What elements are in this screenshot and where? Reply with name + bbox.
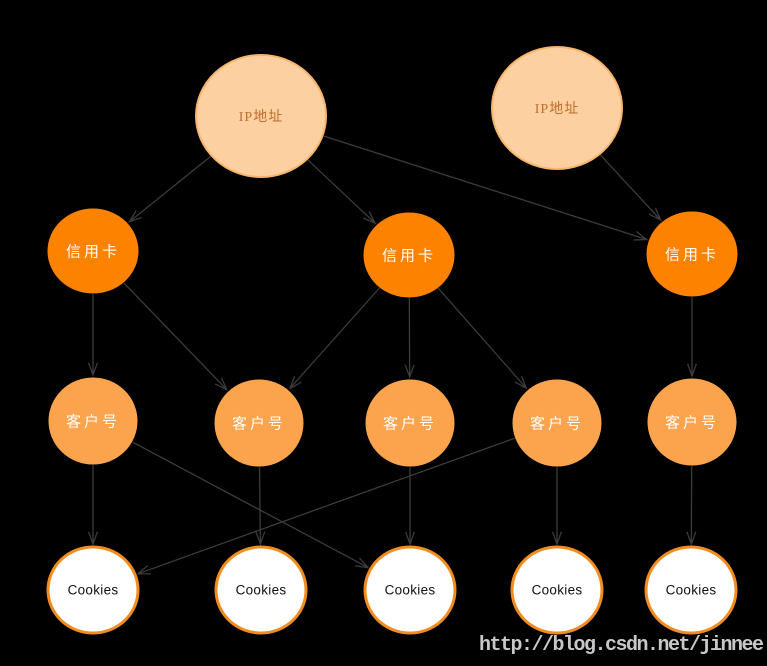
edge-ip1-credit1 (128, 155, 212, 223)
node-customer3-label: 客户号 (383, 415, 437, 432)
arrowhead-credit2-customer2 (288, 376, 302, 390)
node-customer3: 客户号 (365, 379, 455, 467)
node-ip2-circle (491, 46, 623, 170)
node-cookies3-circle (363, 545, 457, 635)
arrowhead-customer2-cookies2 (255, 531, 266, 546)
node-cookies4-circle (510, 545, 604, 635)
edge-ip2-credit3 (599, 154, 662, 221)
node-ip2-label: IP地址 (535, 101, 579, 117)
node-cookies1: Cookies (46, 545, 140, 635)
node-cookies4-label: Cookies (532, 583, 583, 598)
edge-customer1-cookies3 (132, 441, 369, 569)
node-cookies5: Cookies (644, 545, 738, 635)
node-ip1: IP地址 (195, 54, 327, 178)
node-customer2-label: 客户号 (232, 415, 286, 432)
arrowhead-customer4-cookies4 (551, 531, 563, 546)
node-cookies5-label: Cookies (666, 583, 717, 598)
edge-credit2-customer2 (289, 287, 380, 389)
arrowhead-credit3-customer5 (686, 363, 698, 378)
arrowhead-ip1-credit2 (362, 211, 377, 225)
node-credit2-circle (363, 212, 455, 298)
edge-credit2-customer4 (437, 287, 527, 389)
arrowhead-ip1-credit1 (127, 210, 142, 223)
node-credit3-label: 信用卡 (665, 246, 719, 263)
node-cookies2-label: Cookies (236, 583, 287, 598)
arrowhead-credit2-customer4 (514, 375, 528, 390)
arrowhead-customer3-cookies3 (404, 531, 416, 546)
node-cookies5-circle (644, 545, 738, 635)
node-cookies2: Cookies (214, 545, 308, 635)
node-cookies4: Cookies (510, 545, 604, 635)
node-credit1-label: 信用卡 (66, 243, 120, 260)
node-credit3-circle (646, 211, 738, 297)
node-ip1-label: IP地址 (239, 109, 283, 125)
edge-ip1-credit2 (307, 159, 376, 224)
node-customer3-circle (365, 379, 455, 467)
node-customer2: 客户号 (214, 379, 304, 467)
arrowhead-credit1-customer2 (214, 377, 229, 391)
node-customer5-circle (647, 378, 737, 466)
node-credit1-circle (47, 208, 139, 294)
node-credit2-label: 信用卡 (382, 247, 436, 264)
edge-ip1-credit3 (323, 135, 647, 241)
node-credit2: 信用卡 (363, 212, 455, 298)
node-customer5-label: 客户号 (665, 414, 719, 431)
node-ip2: IP地址 (491, 46, 623, 170)
node-customer1: 客户号 (48, 377, 138, 465)
arrowhead-credit2-customer3 (404, 364, 415, 379)
node-customer5: 客户号 (647, 378, 737, 466)
watermark-url: http://blog.csdn.net/jinnee (479, 634, 764, 657)
node-customer1-label: 客户号 (66, 413, 120, 430)
arrowhead-credit1-customer1 (87, 362, 99, 377)
node-cookies2-circle (214, 545, 308, 635)
node-customer1-circle (48, 377, 138, 465)
node-customer4-label: 客户号 (530, 415, 584, 432)
node-credit1: 信用卡 (47, 208, 139, 294)
edge-customer2-cookies2 (258, 466, 262, 545)
arrowhead-ip1-credit3 (633, 230, 649, 241)
arrowhead-customer5-cookies5 (686, 531, 697, 546)
node-ip1-circle (195, 54, 327, 178)
edge-credit1-customer2 (123, 282, 228, 391)
node-cookies3-label: Cookies (385, 583, 436, 598)
edge-customer4-cookies1 (137, 437, 516, 575)
node-cookies3: Cookies (363, 545, 457, 635)
arrowhead-customer1-cookies1 (87, 531, 99, 546)
node-customer4: 客户号 (512, 379, 602, 467)
arrowhead-customer1-cookies3 (355, 557, 370, 569)
node-cookies1-circle (46, 545, 140, 635)
arrowhead-ip2-credit3 (648, 207, 662, 222)
node-credit3: 信用卡 (646, 211, 738, 297)
node-cookies1-label: Cookies (68, 583, 119, 598)
node-customer4-circle (512, 379, 602, 467)
node-customer2-circle (214, 379, 304, 467)
arrowhead-customer4-cookies1 (136, 564, 151, 575)
